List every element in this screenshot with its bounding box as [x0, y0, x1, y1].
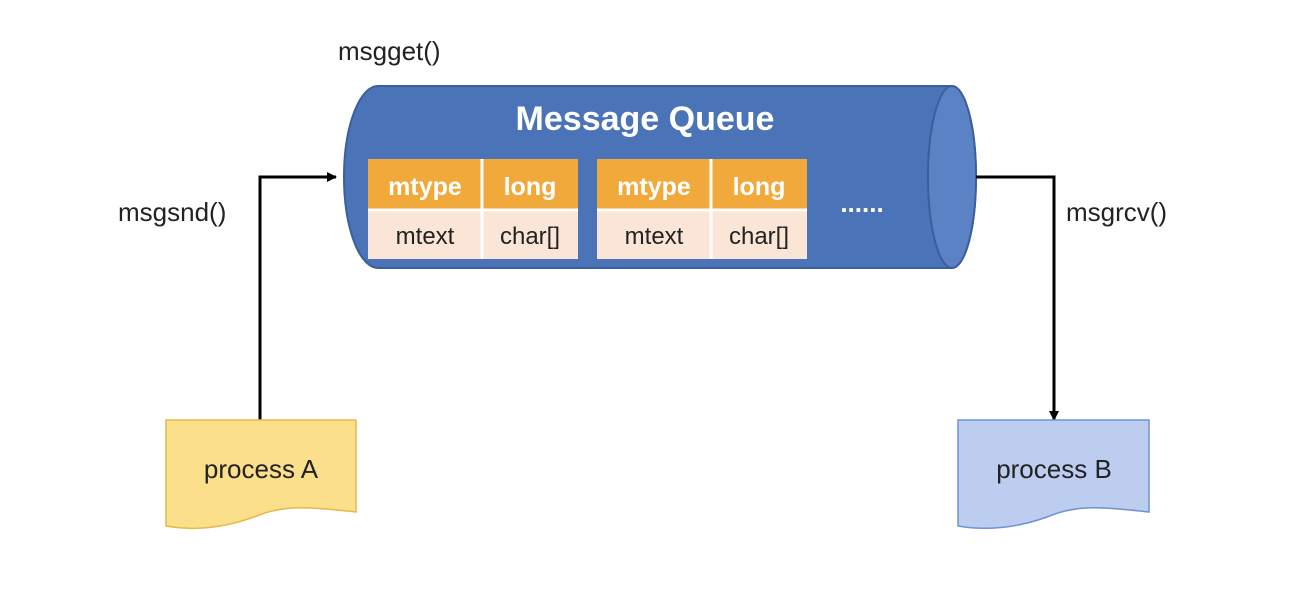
message-1-text-cell: [368, 210, 482, 259]
message-2-text-cell: [597, 210, 711, 259]
msgrcv-label: msgrcv(): [1066, 197, 1167, 227]
msgget-label: msgget(): [338, 36, 441, 66]
receive-arrow: [976, 175, 1059, 421]
message-2-type-name: mtype: [617, 173, 691, 201]
message-2-type-kind: long: [733, 173, 786, 201]
message-1-textkind-cell: [482, 210, 578, 259]
message-block-2: mtype long mtext char[]: [597, 159, 807, 259]
queue-end-cap: [927, 85, 977, 269]
message-2-text-name: mtext: [625, 223, 684, 250]
message-1-type-cell: [368, 159, 482, 210]
message-2-kind-cell: [711, 159, 807, 210]
message-2-type-cell: [597, 159, 711, 210]
message-1-type-name: mtype: [388, 173, 462, 201]
message-2-text-kind: char[]: [729, 223, 789, 250]
message-2-textkind-cell: [711, 210, 807, 259]
process-b-document: [957, 419, 1150, 530]
queue-title: Message Queue: [516, 100, 775, 138]
message-1-kind-cell: [482, 159, 578, 210]
message-1-type-kind: long: [504, 173, 557, 201]
process-b-label: process B: [996, 454, 1112, 484]
message-block-1: mtype long mtext char[]: [368, 159, 578, 259]
process-a-document: [165, 419, 357, 530]
message-1-text-kind: char[]: [500, 223, 560, 250]
msgsnd-label: msgsnd(): [118, 197, 226, 227]
more-messages-ellipsis: ......: [840, 188, 883, 218]
process-a-label: process A: [204, 454, 319, 484]
message-1-text-name: mtext: [396, 223, 455, 250]
send-arrow: [258, 172, 337, 420]
